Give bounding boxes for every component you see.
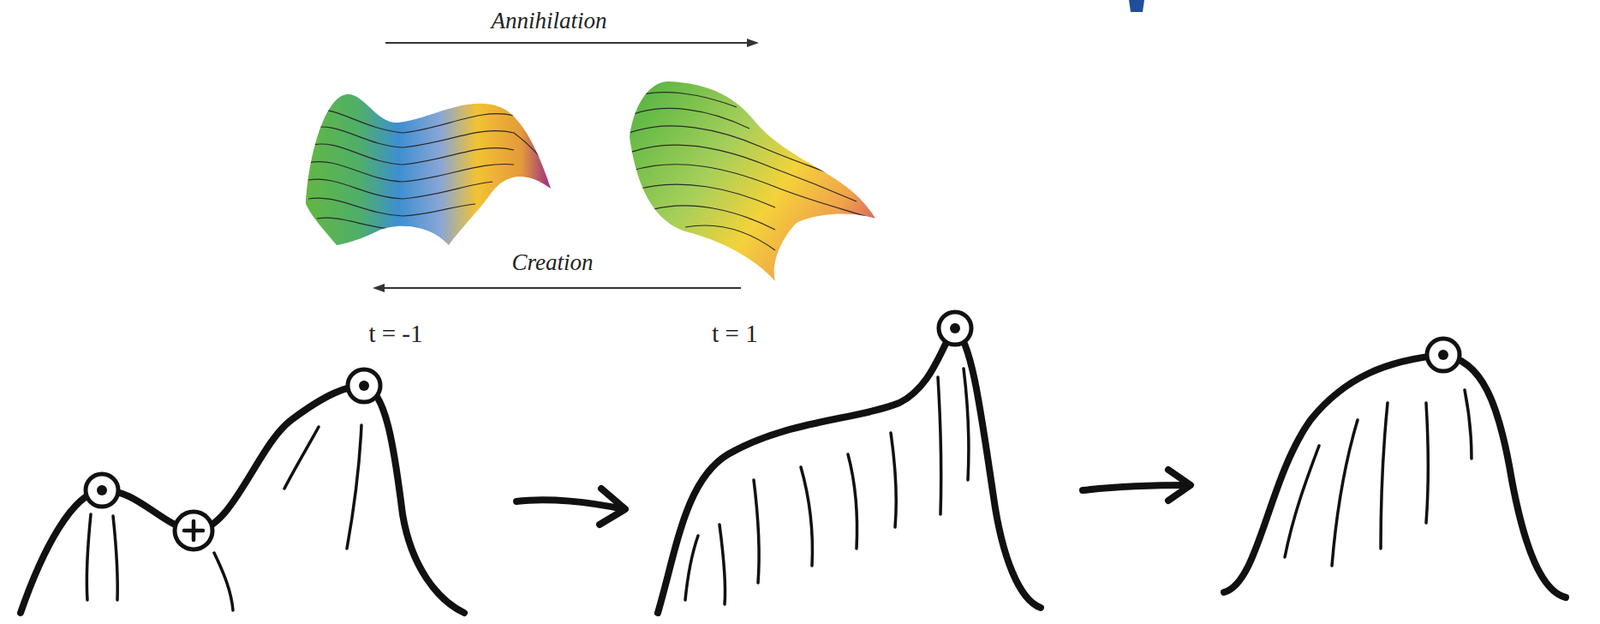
- sketch-arrow: [1082, 469, 1191, 501]
- arrow-label: Creation: [511, 250, 593, 276]
- arrow-label: Annihilation: [491, 8, 608, 35]
- maximum-symbol: [85, 369, 381, 507]
- time-label: t = 1: [711, 320, 758, 348]
- slope-surface: [629, 81, 876, 281]
- maximum-symbol: [1426, 338, 1460, 371]
- saddle-surface: [305, 94, 557, 245]
- terrain-sketch: [20, 385, 465, 613]
- time-label: t = -1: [368, 320, 423, 348]
- terrain-sketch: [1223, 354, 1566, 598]
- process-arrow: [372, 38, 759, 293]
- sketch-arrow: [516, 488, 626, 525]
- saddle-symbol: [174, 511, 213, 550]
- maximum-symbol: [938, 311, 972, 345]
- heading-fragment: [1128, 0, 1145, 12]
- terrain-sketch: [657, 328, 1041, 613]
